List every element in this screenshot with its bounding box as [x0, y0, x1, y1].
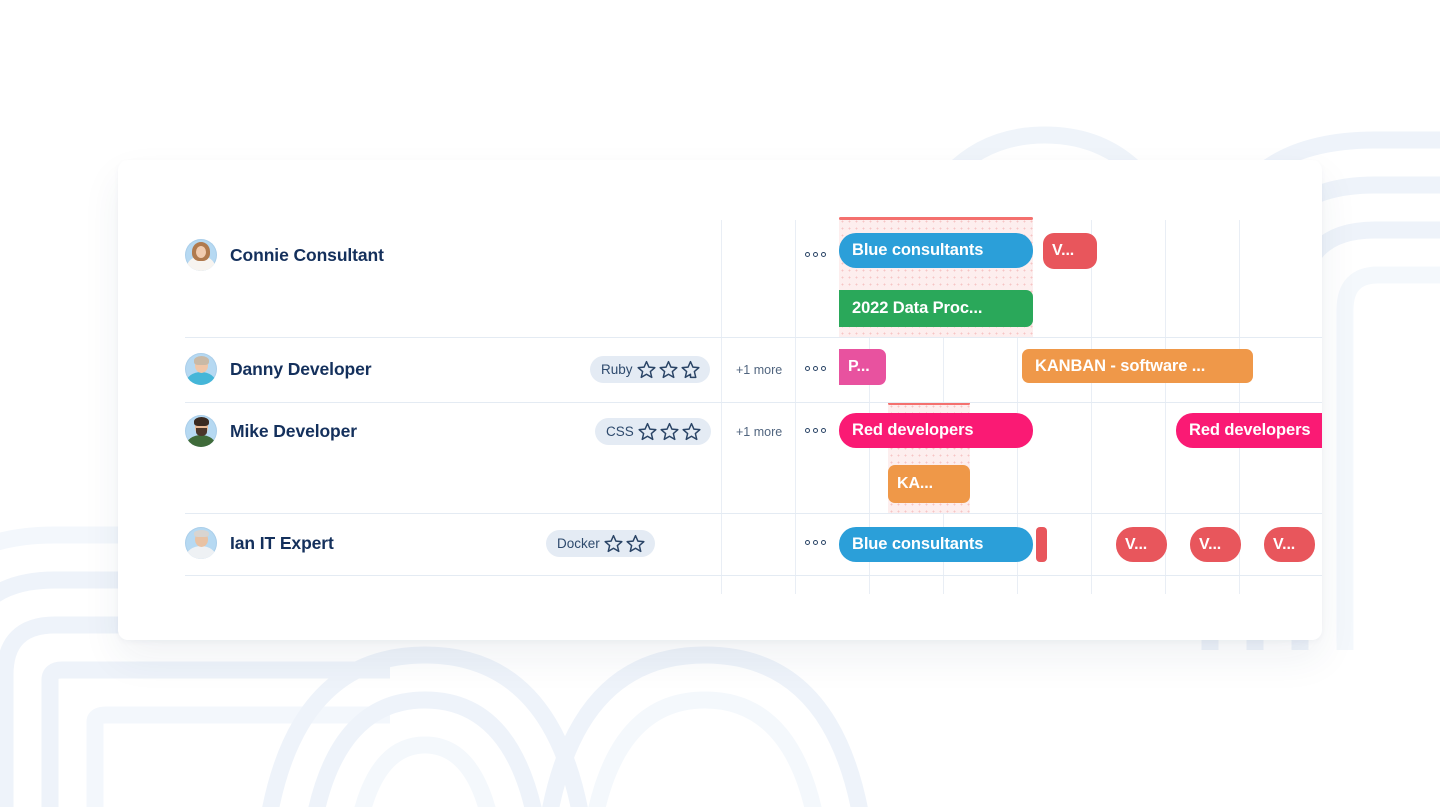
row-menu-button[interactable] [805, 540, 826, 545]
timeline-bar-vacation[interactable]: V... [1264, 527, 1315, 562]
row-menu-button[interactable] [805, 366, 826, 371]
skill-badge-docker[interactable]: Docker [546, 530, 655, 557]
grid-column-line [721, 220, 722, 594]
resource-person[interactable]: Danny Developer [185, 353, 372, 385]
star-icon [658, 360, 678, 379]
skill-badge-css[interactable]: CSS [595, 418, 711, 445]
timeline-bar[interactable]: Red developers [1176, 413, 1322, 448]
avatar-danny [185, 353, 217, 385]
skill-badge-ruby[interactable]: Ruby [590, 356, 710, 383]
timeline-bars: Blue consultants 2022 Data Proc... V... … [721, 160, 1322, 640]
star-icon [636, 360, 656, 379]
grid-column-line [869, 220, 870, 594]
skill-rating-stars[interactable] [636, 359, 701, 380]
menu-dot [813, 428, 818, 433]
timeline-bar-vacation[interactable]: V... [1043, 233, 1097, 269]
skill-name: CSS [606, 424, 634, 439]
star-icon [638, 422, 657, 441]
star-icon [626, 534, 645, 553]
timeline-bar[interactable]: KANBAN - software ... [1022, 349, 1253, 383]
timeline-bar-vacation[interactable]: V... [1190, 527, 1241, 562]
timeline-bar[interactable]: Red developers [839, 413, 1033, 448]
avatar-mike [185, 415, 217, 447]
avatar-ian [185, 527, 217, 559]
skill-more-label[interactable]: +1 more [736, 363, 783, 377]
menu-dot [813, 366, 818, 371]
table-row[interactable]: Connie Consultant [118, 160, 1322, 337]
star-icon [604, 534, 623, 553]
person-name: Ian IT Expert [230, 532, 334, 553]
menu-dot [805, 428, 810, 433]
menu-dot [805, 252, 810, 257]
row-menu-button[interactable] [805, 252, 826, 257]
row-divider [185, 575, 1322, 576]
menu-dot [821, 366, 826, 371]
skill-more-label[interactable]: +1 more [736, 425, 783, 439]
timeline-bar-vacation[interactable]: V... [1116, 527, 1167, 562]
person-name: Mike Developer [230, 420, 357, 441]
menu-dot [813, 540, 818, 545]
grid-column-line [795, 220, 796, 594]
table-row[interactable]: Danny Developer Ruby +1 more [118, 337, 1322, 402]
row-divider [185, 513, 1322, 514]
row-divider [185, 402, 1322, 403]
timeline-bar[interactable]: 2022 Data Proc... [839, 290, 1033, 327]
timeline-bar-vacation[interactable] [1036, 527, 1047, 562]
timeline-bar[interactable]: P... [839, 349, 886, 385]
avatar-connie [185, 239, 217, 271]
star-icon [680, 360, 700, 379]
person-name: Danny Developer [230, 358, 372, 379]
timeline-bar[interactable]: Blue consultants [839, 233, 1033, 268]
grid-column-line [1165, 220, 1166, 594]
menu-dot [805, 366, 810, 371]
star-icon [682, 422, 701, 441]
menu-dot [805, 540, 810, 545]
skill-name: Ruby [601, 362, 633, 377]
timeline-card: Connie Consultant Danny Developer [118, 160, 1322, 640]
menu-dot [821, 428, 826, 433]
grid-column-line [1017, 220, 1018, 594]
grid-column-line [1239, 220, 1240, 594]
timeline-bar[interactable]: Blue consultants [839, 527, 1033, 562]
menu-dot [821, 540, 826, 545]
skill-rating-stars[interactable] [603, 533, 646, 554]
table-row[interactable]: Mike Developer CSS +1 more [118, 402, 1322, 513]
menu-dot [813, 252, 818, 257]
row-menu-button[interactable] [805, 428, 826, 433]
grid-column-line [1091, 220, 1092, 594]
skill-name: Docker [557, 536, 600, 551]
star-icon [660, 422, 679, 441]
person-name: Connie Consultant [230, 244, 384, 265]
resource-person[interactable]: Mike Developer [185, 415, 357, 447]
row-divider [185, 337, 1322, 338]
menu-dot [821, 252, 826, 257]
resource-person[interactable]: Ian IT Expert [185, 527, 334, 559]
resource-person[interactable]: Connie Consultant [185, 239, 384, 271]
skill-rating-stars[interactable] [637, 421, 702, 442]
timeline-bar[interactable]: KA... [888, 465, 970, 503]
